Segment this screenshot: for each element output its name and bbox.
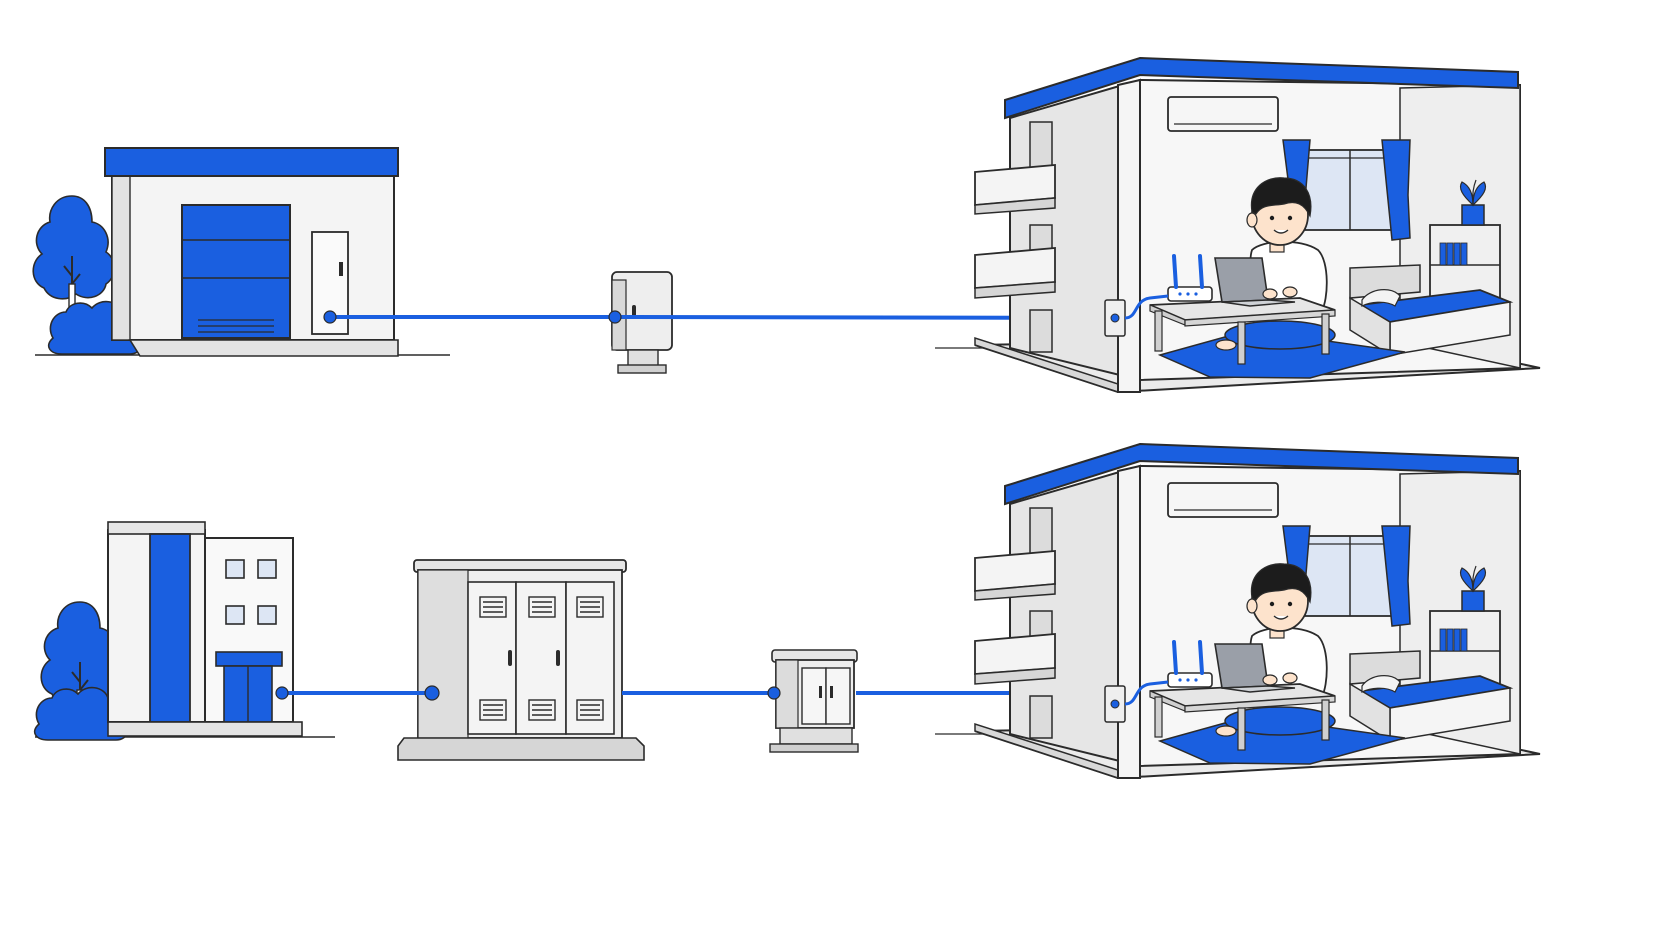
tree-icon (32, 195, 116, 309)
top-route (32, 56, 1542, 394)
shop-building-icon (104, 147, 399, 357)
street-cabinet-icon (397, 559, 645, 761)
street-cabinet-icon (769, 649, 859, 753)
bottom-route (33, 442, 1542, 780)
utility-box-icon (611, 271, 673, 374)
office-building-icon (107, 521, 303, 737)
apartment-room-icon (933, 56, 1542, 394)
top-cable-link (323, 310, 1111, 324)
bottom-cable-link (275, 685, 1111, 706)
apartment-room-icon (933, 442, 1542, 780)
